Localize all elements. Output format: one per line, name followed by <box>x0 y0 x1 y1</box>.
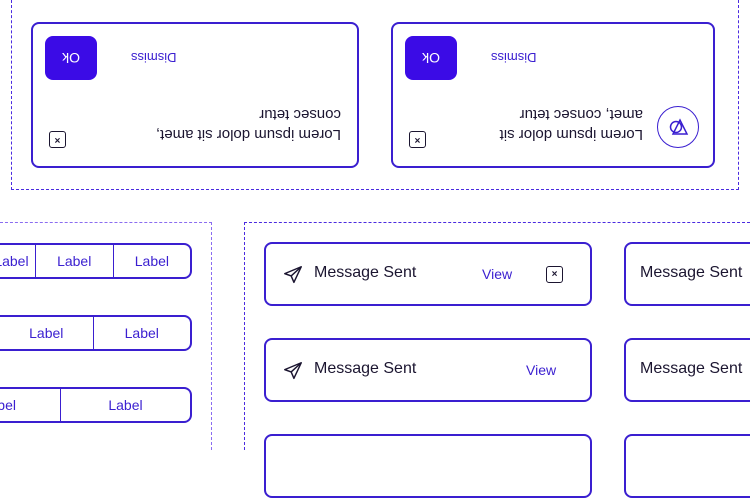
frame-toasts-left-edge <box>244 222 245 450</box>
notification-text-line1: Lorem ipsum dolor sit amet, <box>155 126 341 143</box>
segmented-tabs: Label Label Label <box>0 243 192 279</box>
view-button[interactable]: View <box>526 362 557 378</box>
toast-message-sent: Message Sent <box>624 338 750 402</box>
segmented-tabs: Label Label <box>0 315 192 351</box>
frame-top-right-edge <box>738 0 739 190</box>
send-icon <box>284 266 302 284</box>
tab-label[interactable]: Label <box>92 317 190 349</box>
toast-message: Message Sent <box>314 360 417 377</box>
toast-placeholder <box>264 434 592 498</box>
notification-card: Lorem ipsum dolor sit amet, consec tetur… <box>391 22 715 168</box>
notification-text: Lorem ipsum dolor sit amet, consec tetur <box>111 104 341 144</box>
tab-label[interactable]: Label <box>0 253 29 269</box>
close-icon[interactable]: × <box>49 131 66 148</box>
ok-button[interactable]: Ok <box>405 36 457 80</box>
toast-message-sent: Message Sent <box>624 242 750 306</box>
shape-icon <box>657 106 699 148</box>
toast-message-sent: Message Sent View <box>264 338 592 402</box>
notification-card: Lorem ipsum dolor sit amet, consec tetur… <box>31 22 359 168</box>
dismiss-button[interactable]: Dismiss <box>491 50 537 65</box>
tab-label[interactable]: Label <box>60 389 190 421</box>
view-button[interactable]: View <box>482 266 513 282</box>
close-icon[interactable]: × <box>546 266 563 283</box>
frame-tabs-top-edge <box>0 222 212 223</box>
frame-tabs-right-edge <box>211 222 212 450</box>
toast-message: Message Sent <box>640 264 743 281</box>
toast-message-sent: Message Sent View × <box>264 242 592 306</box>
notification-text-line1: Lorem ipsum dolor sit <box>499 126 643 143</box>
toast-placeholder <box>624 434 750 498</box>
tab-label[interactable]: Label <box>0 397 16 413</box>
dismiss-button[interactable]: Dismiss <box>131 50 177 65</box>
ok-button[interactable]: Ok <box>45 36 97 80</box>
tab-label[interactable]: Label <box>112 245 190 277</box>
tab-label[interactable]: Label <box>34 245 113 277</box>
tab-label[interactable]: Label <box>29 325 64 341</box>
segmented-tabs: Label Label <box>0 387 192 423</box>
notification-text-line2: consec tetur <box>259 106 341 123</box>
toast-message: Message Sent <box>640 360 743 377</box>
close-icon[interactable]: × <box>409 131 426 148</box>
notification-text-line2: amet, consec tetur <box>519 106 643 123</box>
frame-toasts-top-edge <box>244 222 750 223</box>
notification-text: Lorem ipsum dolor sit amet, consec tetur <box>473 104 643 144</box>
send-icon <box>284 362 302 380</box>
frame-top-bottom-edge <box>11 189 739 190</box>
toast-message: Message Sent <box>314 264 417 281</box>
frame-top-left-edge <box>11 0 12 190</box>
